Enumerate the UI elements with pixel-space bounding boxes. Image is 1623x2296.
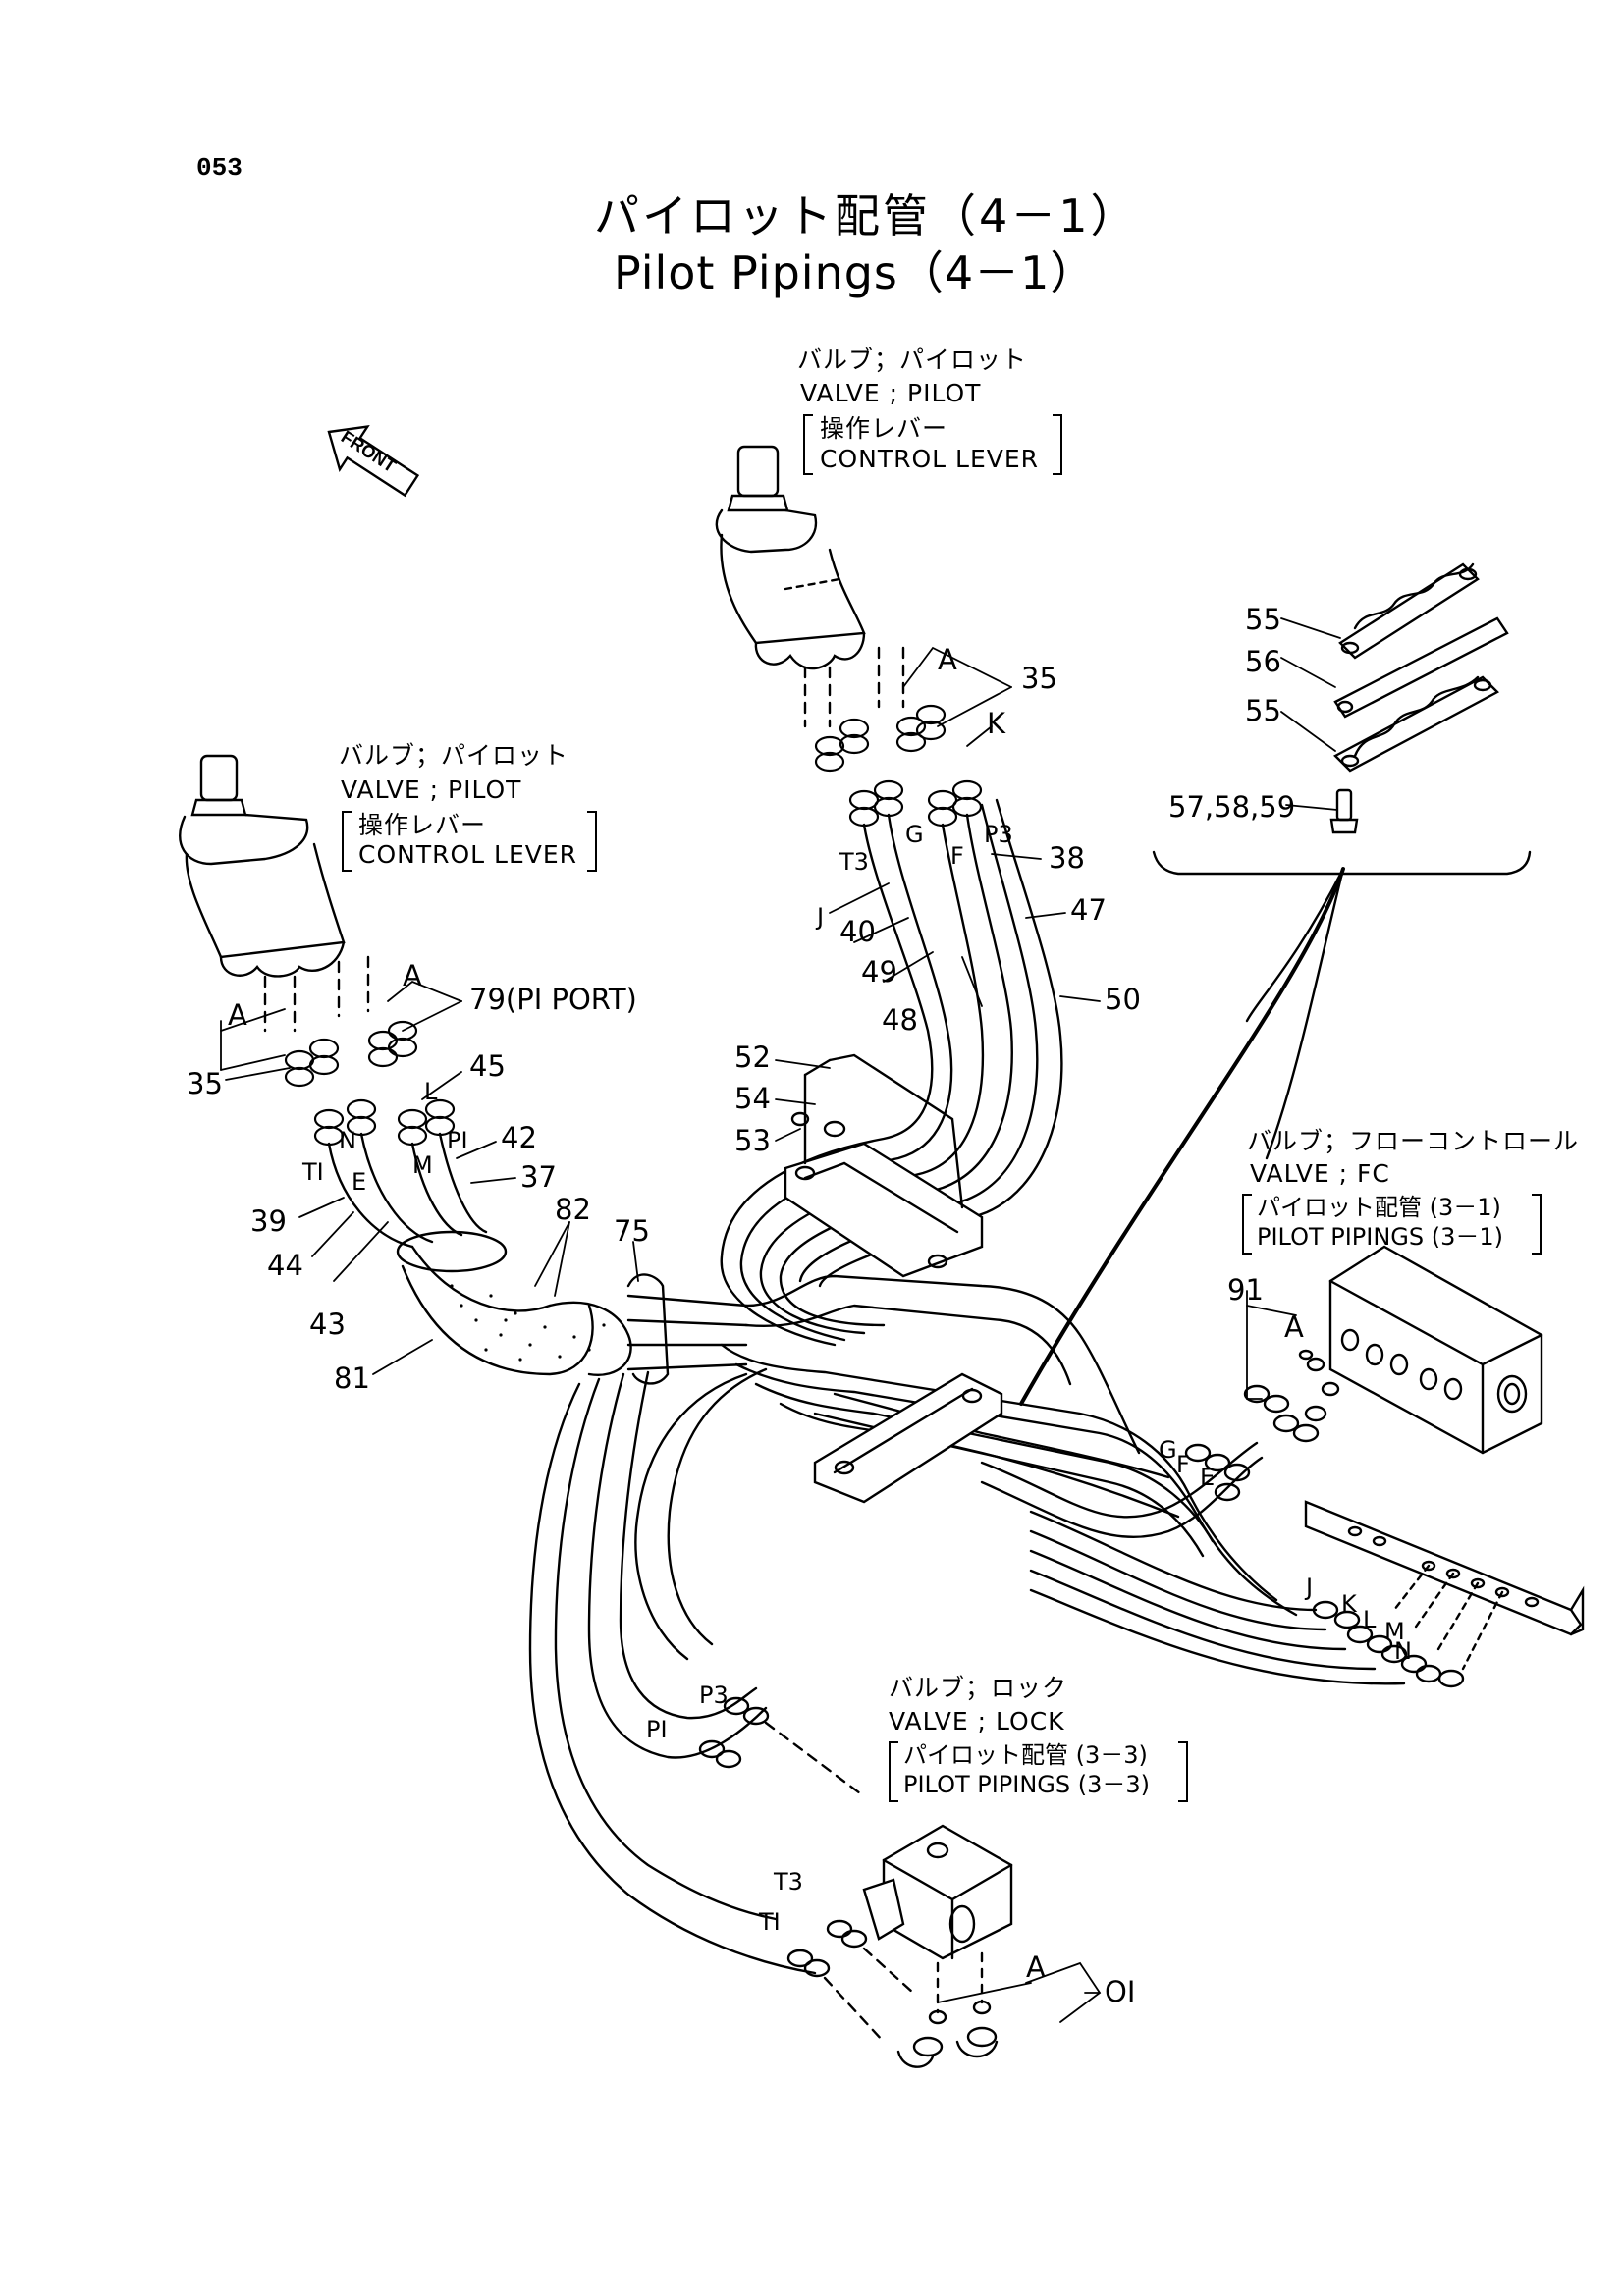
callout-sub-jp: 操作レバー xyxy=(820,414,948,443)
plate-55-top xyxy=(1338,562,1480,660)
part-number: 39 xyxy=(250,1204,287,1238)
clamp-upper xyxy=(784,1053,984,1278)
part-number: 40 xyxy=(839,915,876,948)
part-number: 55 xyxy=(1245,603,1281,636)
port-letter: F xyxy=(1176,1451,1190,1478)
part-number: 35 xyxy=(1021,662,1057,695)
port-letter: N xyxy=(1394,1637,1412,1665)
callout-jp: バルブ；パイロット xyxy=(339,741,569,770)
callout-en: VALVE ; PILOT xyxy=(341,775,522,804)
port-letter: T3 xyxy=(839,848,869,876)
part-number: 38 xyxy=(1049,841,1085,875)
part-number: 53 xyxy=(734,1124,771,1157)
port-letter: TI xyxy=(759,1908,781,1936)
port-letter: PI xyxy=(646,1716,668,1743)
part-number: 82 xyxy=(555,1193,591,1226)
port-letter: K xyxy=(987,707,1006,740)
port-letter: A xyxy=(228,998,247,1032)
callout-sub-jp: パイロット配管 (3－3) xyxy=(903,1741,1148,1769)
part-number: 50 xyxy=(1105,983,1141,1016)
port-letter: PI xyxy=(447,1127,468,1154)
part-number: 44 xyxy=(267,1249,303,1282)
front-arrow-icon xyxy=(327,424,420,498)
bolt-57 xyxy=(1329,788,1359,834)
lower-hoses xyxy=(528,1367,817,1975)
left-hose-bundle xyxy=(327,1132,748,1385)
port-letter: E xyxy=(1200,1464,1216,1491)
part-number: 81 xyxy=(334,1362,370,1395)
plate-55-bottom xyxy=(1333,675,1499,773)
port-letter: L xyxy=(424,1078,438,1105)
port-letter: A xyxy=(938,643,957,676)
part-number: 79(PI PORT) xyxy=(469,983,637,1016)
port-letter: J xyxy=(817,903,825,931)
part-number: 35 xyxy=(187,1067,223,1100)
part-number: 43 xyxy=(309,1308,346,1341)
part-number: 55 xyxy=(1245,694,1281,727)
mounting-bracket xyxy=(1304,1500,1585,1688)
part-number: 75 xyxy=(614,1214,650,1248)
port-letter: L xyxy=(1363,1606,1377,1633)
callout-en: VALVE ; FC xyxy=(1250,1159,1390,1188)
leader-lines xyxy=(220,617,1341,2023)
port-letter: TI xyxy=(302,1158,324,1186)
callout-en: VALVE ; LOCK xyxy=(889,1707,1065,1735)
part-number: 48 xyxy=(882,1003,918,1037)
port-letter: M xyxy=(412,1151,433,1179)
callout-en: VALVE ; PILOT xyxy=(800,379,982,407)
port-letter: J xyxy=(1306,1574,1314,1601)
port-letter: A xyxy=(403,959,422,992)
callout-sub-en: PILOT PIPINGS (3－1) xyxy=(1257,1223,1504,1251)
callout-sub-jp: 操作レバー xyxy=(358,811,487,839)
port-letter: P3 xyxy=(699,1682,729,1709)
part-number: 45 xyxy=(469,1049,506,1083)
part-number: 49 xyxy=(861,955,897,988)
callout-jp: バルブ；フローコントロール xyxy=(1247,1127,1580,1155)
port-letter: E xyxy=(352,1168,367,1196)
port-letter: N xyxy=(339,1127,356,1154)
port-letter: A xyxy=(1026,1950,1046,1984)
page-title-en: Pilot Pipings（4－1） xyxy=(614,246,1097,299)
part-number: 57,58,59 xyxy=(1168,790,1296,824)
port-letter: M xyxy=(1384,1618,1405,1645)
port-letter: T3 xyxy=(774,1868,803,1896)
port-letter: G xyxy=(1159,1436,1177,1464)
port-letter: F xyxy=(950,842,964,870)
fc-valve-block xyxy=(1184,1245,1543,1502)
lock-valve xyxy=(698,1696,1013,2068)
boot-texture xyxy=(450,1284,606,1362)
clamp-lower xyxy=(813,1372,1003,1504)
left-control-lever xyxy=(179,754,456,1147)
right-control-lever xyxy=(715,445,983,828)
callout-sub-jp: パイロット配管 (3－1) xyxy=(1257,1194,1501,1221)
port-letter: K xyxy=(1341,1590,1357,1618)
callout-sub-en: PILOT PIPINGS (3－3) xyxy=(903,1771,1151,1798)
part-number: 47 xyxy=(1070,893,1107,927)
port-letter: P3 xyxy=(984,821,1013,848)
callout-jp: バルブ；ロック xyxy=(889,1674,1068,1702)
callout-sub-en: CONTROL LEVER xyxy=(820,445,1040,473)
part-number: 42 xyxy=(501,1121,537,1154)
callout-jp: バルブ；パイロット xyxy=(797,346,1028,374)
port-letter: G xyxy=(905,821,924,848)
page-number: 053 xyxy=(196,153,243,183)
plate-56 xyxy=(1333,616,1509,719)
part-number: 91 xyxy=(1227,1273,1264,1307)
part-number: 52 xyxy=(734,1041,771,1074)
callout-sub-en: CONTROL LEVER xyxy=(358,840,578,869)
part-number: 56 xyxy=(1245,645,1281,678)
page-title-jp: パイロット配管（4－1） xyxy=(594,189,1139,242)
port-letter: A xyxy=(1284,1310,1304,1344)
part-number: OI xyxy=(1105,1975,1136,2008)
part-number: 37 xyxy=(520,1160,557,1194)
main-harness xyxy=(720,1274,1406,1685)
part-number: 54 xyxy=(734,1082,771,1115)
